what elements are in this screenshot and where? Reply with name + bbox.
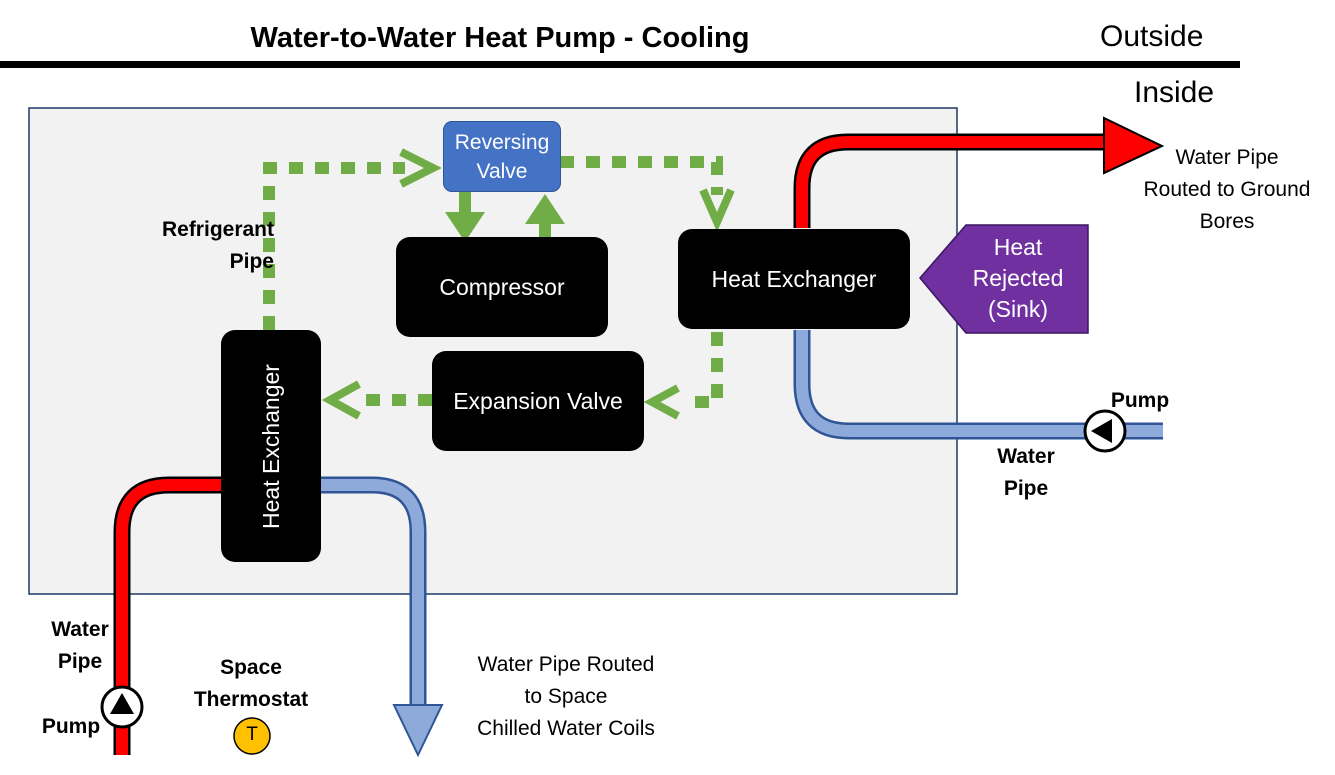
chilled-water-pipe-label-line-3: Chilled Water Coils (477, 717, 655, 740)
ground-bore-pipe (796, 136, 1115, 228)
refrigerant-arrow-icon (643, 384, 680, 420)
left-pump-label: Pump (41, 715, 101, 738)
refrigerant-line-to-expansion-valve (685, 332, 723, 408)
indoor-heat-exchanger: Heat Exchanger (221, 330, 321, 562)
right-pump-direction-icon (1091, 419, 1112, 443)
outside-inside-boundary-line (0, 61, 1240, 68)
ground-bore-pipe-label: Water Pipe Routed to Ground Bores (1117, 142, 1335, 238)
expansion-valve: Expansion Valve (432, 351, 644, 451)
chilled-water-pipe-arrowhead (392, 704, 444, 758)
callout-line-3: (Sink) (987, 296, 1049, 322)
ground-bore-pipe-label-line-1: Water Pipe (1175, 146, 1279, 169)
refrigerant-pipe-label-line-2: Pipe (229, 250, 274, 273)
ground-bore-pipe-arrowhead (1103, 116, 1165, 175)
right-pump-label: Pump (1110, 389, 1170, 412)
refrigerant-pipe-label: Refrigerant Pipe (120, 214, 274, 278)
refrigerant-line-to-outdoor-heat-exchanger (560, 156, 723, 195)
heat-rejected-callout-text: Heat Rejected (Sink) (950, 232, 1086, 325)
left-water-pipe-label-line-1: Water (51, 618, 109, 641)
space-thermostat-label: Space Thermostat (176, 652, 326, 716)
outdoor-heat-exchanger: Heat Exchanger (678, 229, 910, 329)
indoor-heat-exchanger-label: Heat Exchanger (257, 363, 284, 529)
outside-label: Outside (1100, 20, 1204, 53)
right-water-pipe-label-line-2: Pipe (1003, 477, 1049, 500)
right-water-pipe-label-line-1: Water (997, 445, 1055, 468)
callout-line-1: Heat (993, 234, 1043, 260)
refrigerant-arrow-icon (399, 148, 442, 188)
space-thermostat-label-line-2: Thermostat (193, 688, 309, 711)
left-water-pipe-label: Water Pipe (30, 614, 130, 678)
space-thermostat-label-line-1: Space (220, 656, 282, 679)
ground-bore-pipe-label-line-2: Routed to Ground (1143, 178, 1311, 201)
up-arrow-icon (525, 194, 565, 224)
right-water-pipe (796, 330, 1163, 437)
reversing-valve: Reversing Valve (443, 121, 561, 192)
chilled-water-pipe (318, 479, 424, 715)
refrigerant-arrow-icon (699, 188, 735, 232)
outdoor-heat-exchanger-label: Heat Exchanger (711, 265, 877, 292)
down-arrow-icon (445, 212, 485, 242)
diagram-title: Water-to-Water Heat Pump - Cooling (250, 22, 750, 54)
refrigerant-arrow-icon (321, 380, 361, 420)
thermostat-symbol: T (246, 724, 258, 745)
compressor-label: Compressor (439, 273, 565, 300)
heat-rejected-callout (919, 224, 1089, 334)
left-water-pipe (116, 479, 224, 755)
expansion-valve-label: Expansion Valve (453, 387, 623, 414)
compressor: Compressor (396, 237, 608, 337)
inside-label: Inside (1134, 76, 1215, 109)
reversing-valve-label-line-2: Valve (476, 159, 528, 183)
callout-line-2: Rejected (972, 265, 1064, 291)
refrigerant-line-to-reversing-valve (263, 162, 405, 330)
chilled-water-pipe-label-line-1: Water Pipe Routed (477, 653, 655, 676)
reversing-valve-to-compressor-line (459, 192, 471, 214)
refrigerant-pipe-label-line-1: Refrigerant (161, 218, 274, 241)
chilled-water-pipe-label: Water Pipe Routed to Space Chilled Water… (446, 649, 686, 745)
chilled-water-pipe-label-line-2: to Space (524, 685, 608, 708)
left-water-pipe-label-line-2: Pipe (57, 650, 103, 673)
ground-bore-pipe-label-line-3: Bores (1199, 210, 1255, 233)
right-water-pipe-label: Water Pipe (976, 441, 1076, 505)
left-pump-direction-icon (110, 693, 134, 714)
thermostat-icon (233, 717, 271, 755)
reversing-valve-label-line-1: Reversing (454, 130, 550, 154)
